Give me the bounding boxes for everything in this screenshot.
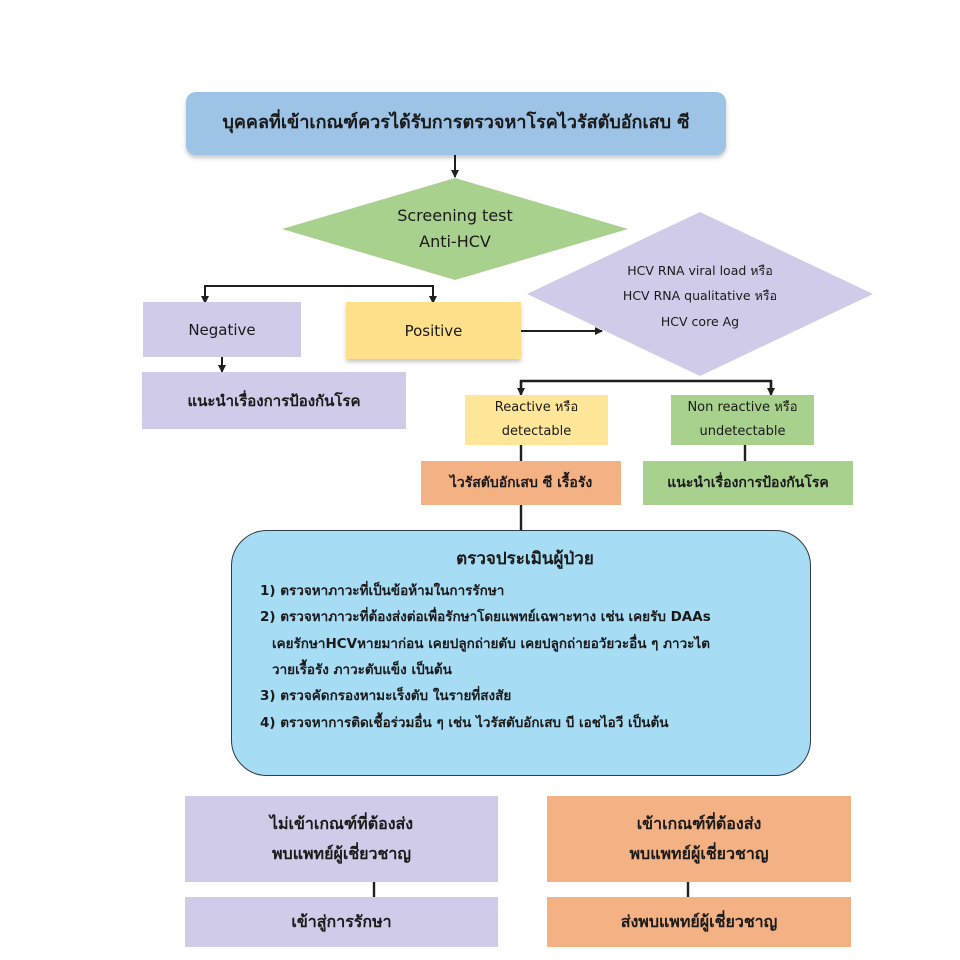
connector-confirm-split — [519, 379, 773, 393]
nonreactive-line2: undetectable — [699, 424, 786, 439]
referred-line2: พบแพทย์ผู้เชี่ยวชาญ — [629, 844, 769, 863]
enter-treatment-box: เข้าสู่การรักษา — [185, 897, 498, 947]
not-referred-line2: พบแพทย์ผู้เชี่ยวชาญ — [271, 844, 412, 863]
screening-diamond — [282, 178, 628, 280]
negative-prevention-advice-box: แนะนำเรื่องการป้องกันโรค — [142, 372, 406, 429]
eligible-persons-box: บุคคลที่เข้าเกณฑ์ควรได้รับการตรวจหาโรคไว… — [186, 92, 726, 155]
assessment-item-2-line3: วายเรื้อรัง ภาวะตับแข็ง เป็นต้น — [272, 661, 452, 678]
nonreactive-prevention-advice-box: แนะนำเรื่องการป้องกันโรค — [643, 461, 853, 505]
assessment-item-1: 1) ตรวจหาภาวะที่เป็นข้อห้ามในการรักษา — [260, 583, 505, 599]
eligible-persons-text: บุคคลที่เข้าเกณฑ์ควรได้รับการตรวจหาโรคไว… — [222, 112, 690, 134]
connector-screening-split — [204, 285, 434, 302]
assessment-item-2-line2: เคยรักษาHCVหายมาก่อน เคยปลูกถ่ายตับ เคยป… — [272, 635, 710, 652]
confirm-line2: HCV RNA qualitative หรือ — [622, 288, 778, 304]
assessment-item-3: 3) ตรวจคัดกรองหามะเร็งตับ ในรายที่สงสัย — [260, 688, 512, 705]
nonreactive-prevention-advice-text: แนะนำเรื่องการป้องกันโรค — [667, 474, 829, 491]
negative-text: Negative — [188, 320, 256, 339]
not-referred-box: ไม่เข้าเกณฑ์ที่ต้องส่ง พบแพทย์ผู้เชี่ยวช… — [185, 796, 498, 882]
nonreactive-line1: Non reactive หรือ — [687, 399, 798, 415]
screening-label: Screening test Anti-HCV — [355, 196, 555, 262]
assessment-item-4: 4) ตรวจหาการติดเชื้อร่วมอื่น ๆ เช่น ไวรั… — [260, 714, 669, 731]
send-to-specialist-box: ส่งพบแพทย์ผู้เชี่ยวชาญ — [547, 897, 851, 947]
screening-line1: Screening test — [397, 205, 513, 225]
patient-assessment-list: 1) ตรวจหาภาวะที่เป็นข้อห้ามในการรักษา 2)… — [260, 578, 790, 736]
send-to-specialist-text: ส่งพบแพทย์ผู้เชี่ยวชาญ — [620, 912, 778, 932]
negative-box: Negative — [143, 302, 301, 357]
reactive-line2: detectable — [501, 424, 572, 439]
confirm-label: HCV RNA viral load หรือ HCV RNA qualitat… — [590, 256, 810, 336]
reactive-line1: Reactive หรือ — [494, 399, 579, 415]
confirm-line3: HCV core Ag — [660, 313, 740, 329]
confirm-diamond — [527, 212, 873, 376]
assessment-item-2-line1: 2) ตรวจหาภาวะที่ต้องส่งต่อเพื่อรักษาโดยแ… — [260, 609, 711, 626]
chronic-hcv-box: ไวรัสตับอักเสบ ซี เรื้อรัง — [421, 461, 621, 505]
positive-box: Positive — [346, 302, 521, 359]
nonreactive-box: Non reactive หรือ undetectable — [671, 395, 814, 445]
chronic-hcv-text: ไวรัสตับอักเสบ ซี เรื้อรัง — [449, 474, 593, 491]
screening-line2: Anti-HCV — [419, 232, 491, 251]
confirm-line1: HCV RNA viral load หรือ — [627, 262, 773, 278]
negative-prevention-advice-text: แนะนำเรื่องการป้องกันโรค — [187, 391, 361, 410]
patient-assessment-box: ตรวจประเมินผู้ป่วย 1) ตรวจหาภาวะที่เป็นข… — [231, 530, 811, 776]
patient-assessment-title: ตรวจประเมินผู้ป่วย — [456, 549, 594, 569]
enter-treatment-text: เข้าสู่การรักษา — [291, 912, 392, 932]
referred-line1: เข้าเกณฑ์ที่ต้องส่ง — [636, 813, 762, 833]
reactive-box: Reactive หรือ detectable — [465, 395, 608, 445]
referred-box: เข้าเกณฑ์ที่ต้องส่ง พบแพทย์ผู้เชี่ยวชาญ — [547, 796, 851, 882]
positive-text: Positive — [404, 321, 463, 340]
not-referred-line1: ไม่เข้าเกณฑ์ที่ต้องส่ง — [269, 813, 414, 833]
